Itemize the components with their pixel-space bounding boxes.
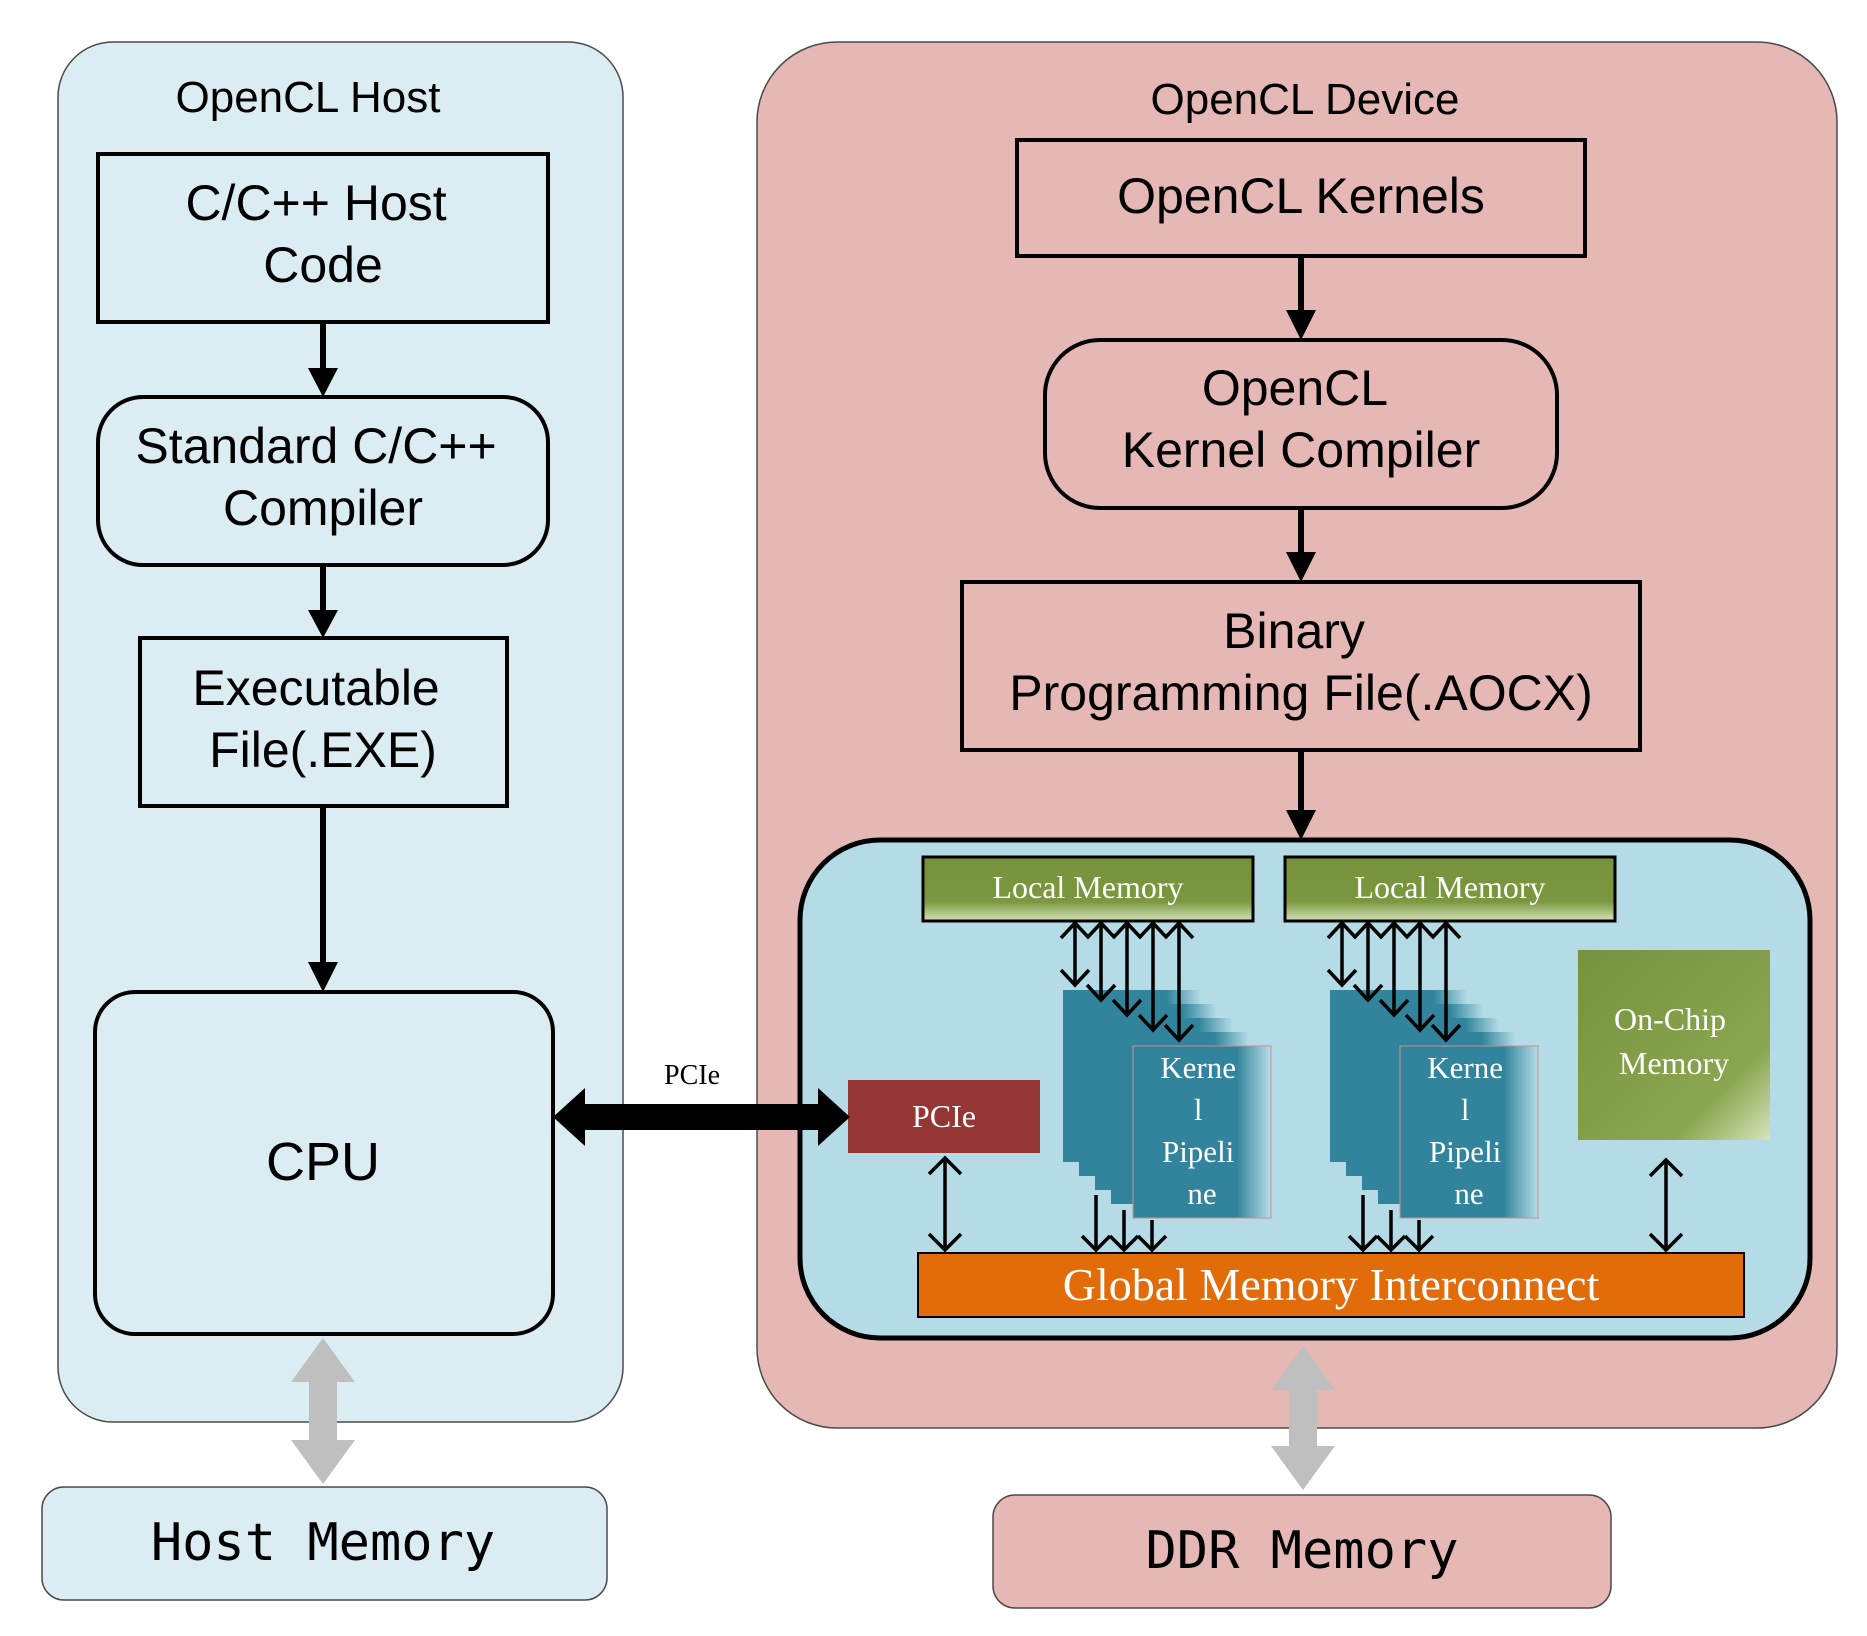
standard-compiler-label: Standard C/C++ Compiler xyxy=(135,418,510,536)
device-pcie-label: PCIe xyxy=(912,1098,976,1134)
pcie-link-label: PCIe xyxy=(664,1060,720,1091)
host-memory-box xyxy=(41,1486,608,1601)
local-memory-1-label: Local Memory xyxy=(992,869,1183,905)
ddr-memory-arrow xyxy=(1271,1346,1335,1490)
ddr-memory-box xyxy=(992,1494,1612,1609)
fpga-region xyxy=(797,837,1813,1341)
device-title: OpenCL Device xyxy=(1151,75,1460,124)
pcie-link-arrow xyxy=(553,1088,850,1146)
local-memory-arrows-2 xyxy=(1326,920,1462,1043)
executable-label: Executable File(.EXE) xyxy=(192,660,453,778)
device-pcie-block xyxy=(848,1080,1040,1153)
cpu-box xyxy=(93,990,555,1336)
on-chip-memory xyxy=(1578,950,1770,1140)
on-chip-interconnect-arrow xyxy=(1648,1157,1684,1253)
global-memory-interconnect-label: Global Memory Interconnect xyxy=(1063,1259,1600,1310)
host-code-label: C/C++ Host Code xyxy=(185,175,460,293)
ddr-memory-label: DDR Memory xyxy=(1145,1521,1458,1581)
host-panel xyxy=(57,41,624,1423)
local-memory-2-label: Local Memory xyxy=(1354,869,1545,905)
local-memory-2 xyxy=(1283,855,1617,923)
host-memory-label: Host Memory xyxy=(151,1513,495,1573)
pipeline-interconnect-arrows xyxy=(1080,1195,1435,1253)
local-memory-1 xyxy=(921,855,1255,923)
host-title: OpenCL Host xyxy=(176,73,441,122)
cpu-label: CPU xyxy=(266,1132,380,1192)
device-flow-arrows xyxy=(1286,256,1316,840)
binary-file-label: Binary Programming File(.AOCX) xyxy=(1009,603,1592,721)
opencl-kernels-label: OpenCL Kernels xyxy=(1117,168,1485,224)
on-chip-memory-label: On-Chip Memory xyxy=(1614,1001,1734,1081)
kernel-compiler-label: OpenCL Kernel Compiler xyxy=(1122,360,1480,478)
kernel-pipeline-stack-2 xyxy=(1330,990,1539,1219)
global-memory-interconnect xyxy=(917,1252,1745,1318)
kernel-pipeline-stack-1 xyxy=(1063,990,1272,1219)
kernel-pipeline-2-label: Kerne l Pipeli ne xyxy=(1427,1050,1510,1211)
local-memory-arrows-1 xyxy=(1059,920,1195,1043)
host-memory-arrow xyxy=(291,1338,355,1484)
host-flow-arrows xyxy=(308,322,338,992)
pcie-interconnect-arrow xyxy=(927,1155,963,1253)
kernel-pipeline-1-label: Kerne l Pipeli ne xyxy=(1160,1050,1243,1211)
